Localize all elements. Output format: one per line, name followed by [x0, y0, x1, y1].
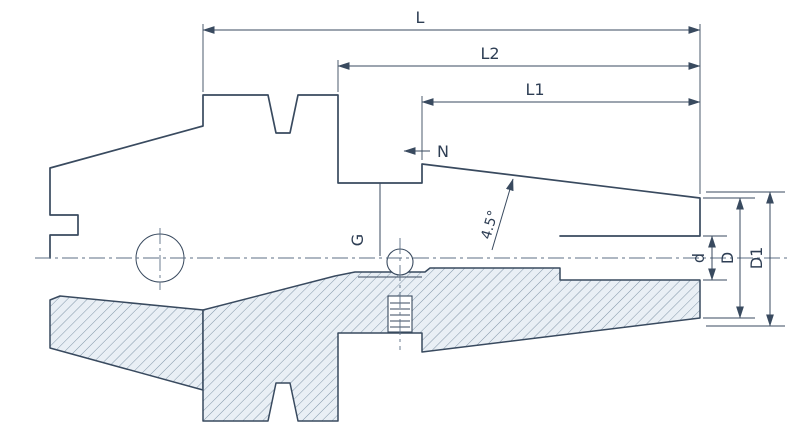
- section-hatching: [49, 267, 701, 422]
- dim-label-L: L: [416, 8, 425, 27]
- dim-label-D: D: [718, 252, 737, 264]
- centerlines: [35, 228, 790, 350]
- dim-label-L2: L2: [480, 44, 499, 63]
- dim-label-d: d: [689, 253, 708, 263]
- leader-taper-angle: [491, 178, 514, 251]
- dim-label-N: N: [437, 142, 449, 161]
- dim-label-D1: D1: [747, 247, 766, 270]
- dim-label-L1: L1: [525, 80, 544, 99]
- toolholder-outline: [49, 94, 701, 259]
- dim-label-taper-angle: 4.5°: [478, 209, 501, 242]
- dim-label-G: G: [348, 234, 367, 246]
- dimension-labels: L L2 L1 N G 4.5° d D D1: [348, 8, 766, 269]
- body-section-wall: [202, 267, 701, 422]
- dimension-lines: [202, 26, 774, 327]
- shank-section-wall: [49, 295, 204, 391]
